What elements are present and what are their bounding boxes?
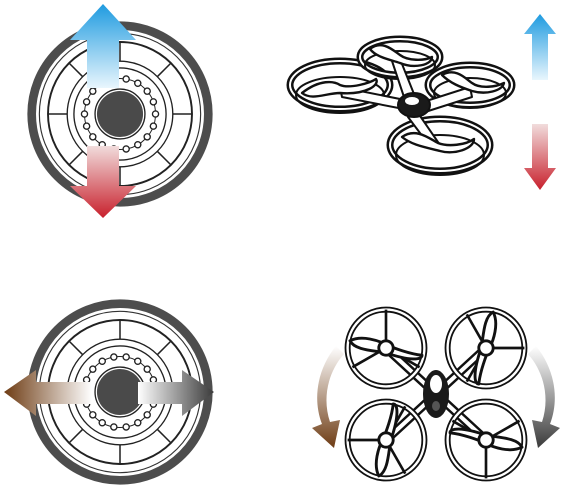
rotate-ccw-icon <box>312 346 344 448</box>
arrow-left-icon <box>4 370 92 416</box>
joystick-icon <box>32 26 209 203</box>
arrow-down-icon <box>70 146 136 218</box>
arrow-up-icon <box>524 14 556 80</box>
drone-icon <box>348 310 525 479</box>
arrow-down-icon <box>524 124 556 190</box>
drone-icon <box>290 39 512 175</box>
rotate-cw-icon <box>528 346 560 448</box>
